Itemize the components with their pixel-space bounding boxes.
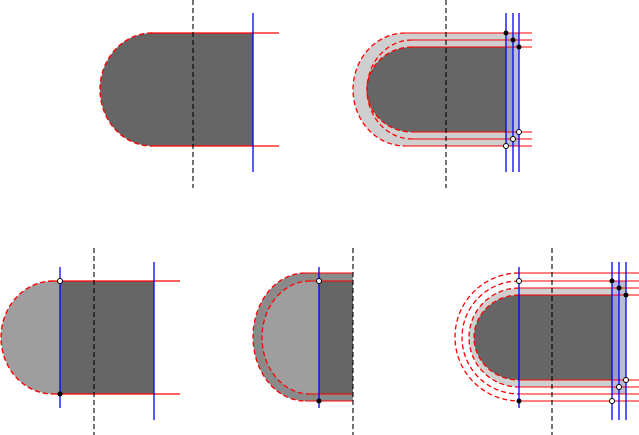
panel-2-point-1 (503, 30, 509, 36)
panel-4 (252, 248, 354, 435)
panel-2 (352, 0, 532, 188)
panel-5-blue-strip-dark (612, 295, 619, 380)
panel-3-cap-arc (0, 280, 54, 395)
panel-3 (0, 248, 180, 435)
panel-5-arc-4 (473, 294, 520, 381)
panel-5-point-r6 (609, 398, 615, 404)
panel-5-arc-1 (454, 272, 520, 402)
panel-2-point-5 (510, 136, 516, 142)
panel-4-arc-inner (261, 280, 311, 395)
panel-2-point-3 (516, 44, 522, 50)
panel-5-inner-shape (474, 295, 612, 380)
panel-5-point-r5 (616, 384, 622, 390)
panel-5 (454, 248, 639, 435)
panel-4-point-bottom (316, 398, 322, 404)
panel-5-point-r2 (616, 285, 622, 291)
panel-4-point-top (316, 278, 322, 284)
panel-5-point-left-bottom (516, 398, 522, 404)
panel-2-blue-strip-dark (506, 47, 513, 132)
panel-3-light-cap (1, 281, 60, 394)
panel-5-point-r1 (609, 278, 615, 284)
panel-2-arc-inner (366, 46, 413, 133)
panel-3-point-bottom (57, 391, 63, 397)
panel-1-shape (100, 33, 253, 146)
panel-3-dark-body (60, 281, 154, 394)
panel-4-light-cap (262, 281, 319, 394)
panel-1-cap-arc (99, 32, 153, 147)
panel-1 (99, 0, 279, 188)
panel-5-point-r4 (623, 377, 629, 383)
panel-4-arc-outer (252, 272, 306, 402)
panel-2-inner-shape (367, 47, 506, 132)
panel-5-arc-2 (461, 280, 520, 395)
panel-2-point-6 (503, 143, 509, 149)
panel-4-dark-body (319, 281, 353, 394)
panel-2-point-4 (516, 129, 522, 135)
panel-2-point-2 (510, 37, 516, 43)
panel-3-point-top (57, 278, 63, 284)
panel-5-point-r3 (623, 292, 629, 298)
panel-5-point-left-top (516, 278, 522, 284)
panel-2-arc-outer (352, 32, 406, 147)
